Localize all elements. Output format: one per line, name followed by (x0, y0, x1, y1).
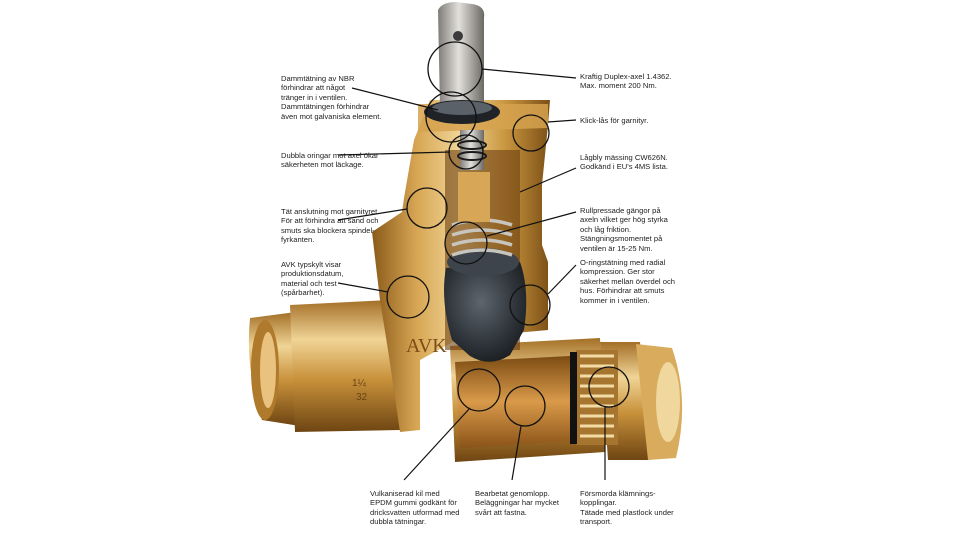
valve-body: AVK 1¼ 32 (248, 2, 683, 462)
leader-lines (337, 68, 606, 481)
thread-insert (570, 350, 618, 445)
annotation-rolled-threads: Rullpressade gängor på axeln vilket ger … (580, 206, 668, 253)
annotation-machined-bore: Bearbetat genomlopp. Beläggningar har my… (475, 489, 559, 517)
annotation-duplex-axle: Kraftig Duplex-axel 1.4362. Max. moment … (580, 72, 672, 91)
callout-circle-click-lock (512, 114, 550, 152)
annotation-compression-couplings: Försmorda klämnings- kopplingar. Tätade … (580, 489, 674, 527)
callout-circle-rolled-threads (444, 221, 488, 265)
callout-circle-avk-typeskylt (386, 275, 430, 319)
callout-circles (386, 41, 630, 427)
avk-logo: AVK (406, 335, 447, 357)
callout-circle-tight-connection (406, 187, 448, 229)
valve-dn-marking: 32 (356, 392, 368, 403)
annotation-oring-seal: O-ringstätning med radial kompression. G… (580, 258, 675, 305)
annotation-brass: Lågbly mässing CW626N. Godkänd i EU's 4M… (580, 153, 668, 172)
callout-circle-seal-nbr (425, 91, 477, 143)
callout-circle-oring-seal (509, 284, 551, 326)
annotation-avk-typeskylt: AVK typskylt visar produktionsdatum, mat… (281, 260, 344, 298)
annotation-vulcanized-wedge: Vulkaniserad kil med EPDM gummi godkänt … (370, 489, 460, 527)
callout-circle-vulcanized-wedge (457, 368, 501, 412)
valve-size-marking: 1¼ (352, 377, 367, 389)
annotation-seal-nbr: Dammtätning av NBR förhindrar att något … (281, 74, 382, 121)
annotation-tight-connection: Tät anslutning mot garnityret. För att f… (281, 207, 380, 245)
annotation-double-orings: Dubbla oringar mot axel ökar säkerheten … (281, 151, 379, 170)
callout-circle-machined-bore (504, 385, 546, 427)
annotation-click-lock: Klick-lås för garnityr. (580, 116, 649, 125)
callout-circle-compression-couplings (588, 366, 630, 408)
